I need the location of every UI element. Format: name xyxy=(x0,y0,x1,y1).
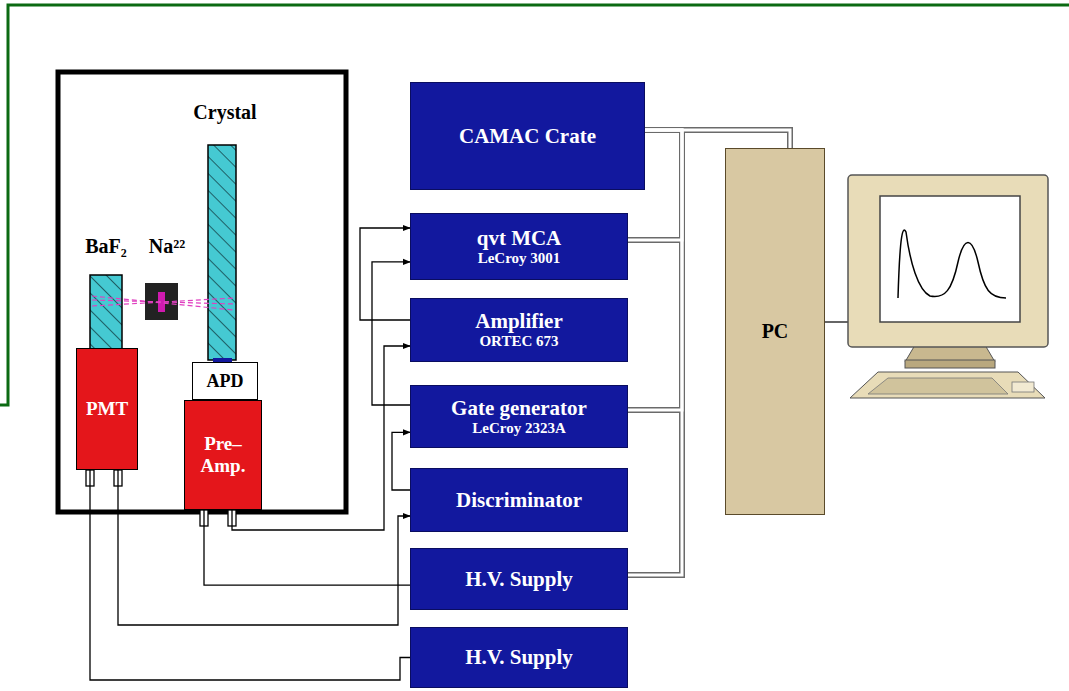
apd-box: APD xyxy=(192,362,258,400)
frame-bracket xyxy=(0,5,1069,405)
bus-cable-outline xyxy=(628,130,682,575)
box-title: PC xyxy=(762,320,789,343)
gamma-rays xyxy=(92,296,234,310)
signal-cable xyxy=(372,262,410,405)
box-title: Gate generator xyxy=(451,396,587,420)
signal-cable xyxy=(392,432,410,490)
model-number: LeCroy 2323A xyxy=(472,420,565,437)
part-label: Crystal xyxy=(193,101,256,124)
box-title: Amplifier xyxy=(475,309,562,333)
dark-box xyxy=(58,72,346,512)
gate-generator: Gate generatorLeCroy 2323A xyxy=(410,385,628,448)
crystal-bar xyxy=(208,145,236,360)
amplifier-module: AmplifierORTEC 673 xyxy=(410,298,628,362)
signal-cable xyxy=(118,470,410,625)
model-number: ORTEC 673 xyxy=(479,333,558,350)
pmt-tube: PMT xyxy=(76,348,138,470)
box-title: CAMAC Crate xyxy=(459,124,596,148)
model-number: LeCroy 3001 xyxy=(478,250,561,267)
signal-cable xyxy=(360,228,410,320)
hv-supply: H.V. Supply xyxy=(410,627,628,688)
mca-module: qvt MCALeCroy 3001 xyxy=(410,213,628,280)
pc-box: PC xyxy=(725,148,825,515)
monitor-cable xyxy=(825,321,850,323)
baf2-crystal xyxy=(90,275,122,349)
box-title: H.V. Supply xyxy=(465,645,573,669)
discriminator-module: Discriminator xyxy=(410,468,628,532)
hv-supply: H.V. Supply xyxy=(410,548,628,610)
box-title: Pre– Amp. xyxy=(201,433,246,477)
monitor-icon xyxy=(848,175,1048,398)
preamp-box: Pre– Amp. xyxy=(184,400,262,510)
part-label: Na²² xyxy=(149,235,185,258)
box-title: APD xyxy=(207,371,244,392)
box-title: PMT xyxy=(86,398,128,420)
box-title: Discriminator xyxy=(456,488,582,512)
box-title: qvt MCA xyxy=(477,226,562,250)
camac-crate: CAMAC Crate xyxy=(410,82,645,190)
bus-cable xyxy=(628,130,682,575)
signal-cable xyxy=(204,510,410,585)
box-title: H.V. Supply xyxy=(465,567,573,591)
bus-cable xyxy=(645,130,790,148)
part-label: BaF₂ xyxy=(85,235,127,258)
